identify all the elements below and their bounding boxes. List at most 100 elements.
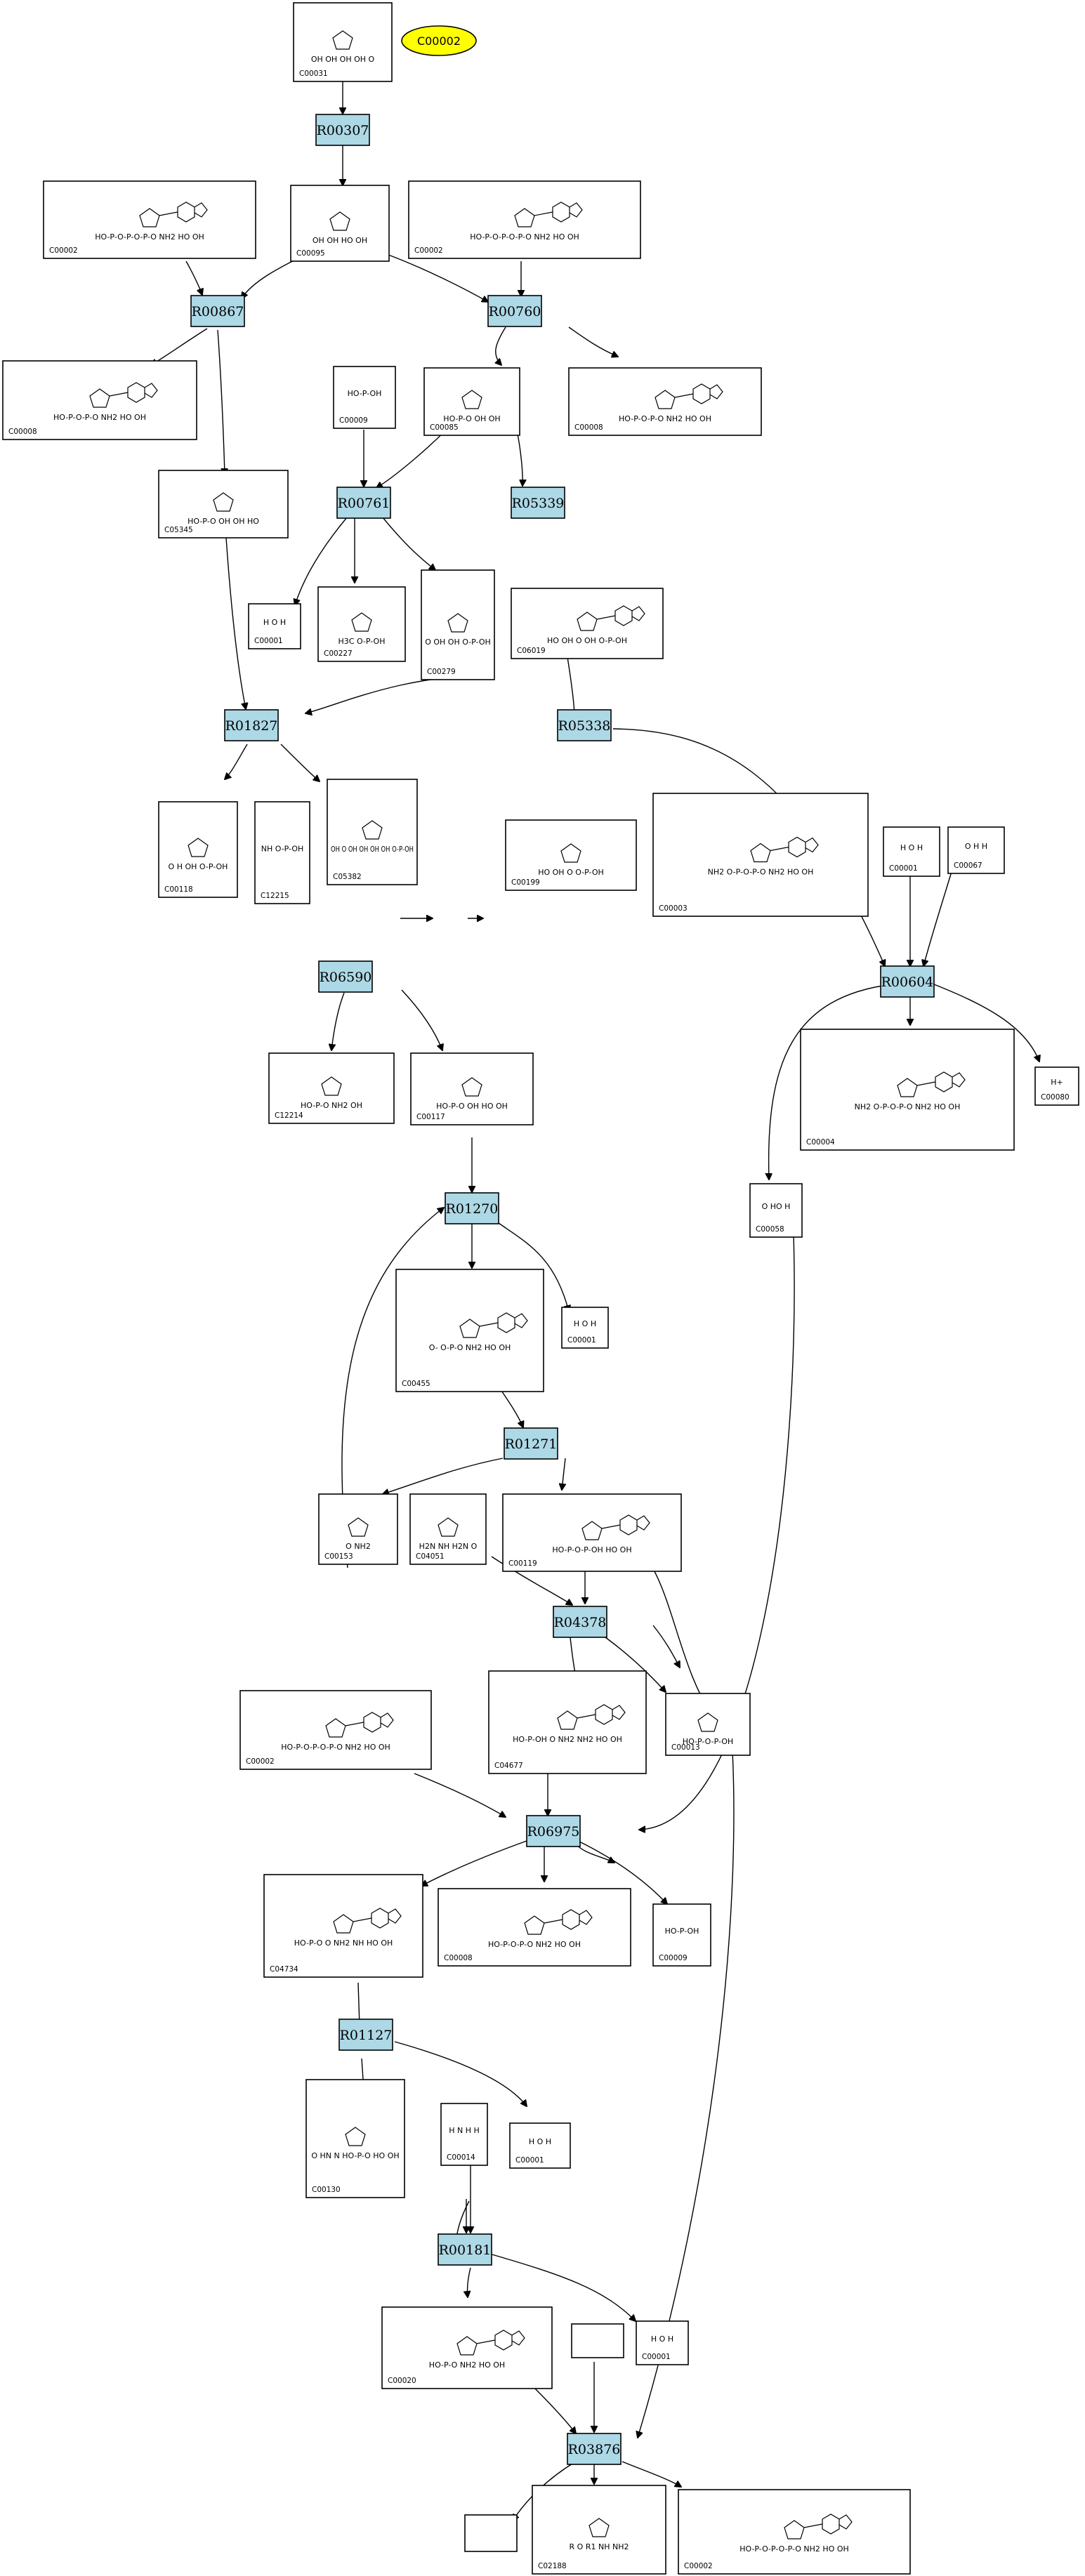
- reaction-node[interactable]: R00761: [336, 487, 391, 519]
- compound-node[interactable]: [464, 2514, 518, 2552]
- compound-box: [290, 185, 390, 262]
- molecule-structure: O HO H: [762, 1202, 791, 1211]
- reaction-node[interactable]: R01271: [504, 1427, 558, 1460]
- reaction-label: R03876: [568, 2442, 621, 2457]
- structure-text: HO-P-O-P-O NH2 HO OH: [488, 1940, 581, 1949]
- compound-box: [947, 826, 1005, 874]
- structure-text: H O H: [529, 2137, 551, 2146]
- reaction-node[interactable]: R00604: [880, 965, 935, 998]
- reaction-node[interactable]: R05339: [511, 487, 565, 519]
- molecule-structure: HO-P-O-P-O-P-O NH2 HO OH: [739, 2514, 853, 2554]
- molecule-structure: O OH OH O-P-OH: [425, 613, 491, 647]
- compound-id: C00085: [430, 423, 459, 432]
- compound-id: C00199: [511, 878, 540, 887]
- reaction-node[interactable]: R00181: [438, 2233, 492, 2266]
- structure-text: HO-P-O OH OH HO: [188, 517, 259, 526]
- compound-box: [421, 569, 495, 680]
- highlight-node[interactable]: C00002: [401, 25, 477, 56]
- compound-node[interactable]: [571, 2323, 624, 2358]
- reaction-label: R00604: [881, 975, 934, 990]
- reaction-node[interactable]: R06975: [526, 1815, 581, 1847]
- molecule-structure: NH2 O-P-O-P-O NH2 HO OH: [708, 836, 819, 877]
- reaction-node[interactable]: R04378: [553, 1606, 607, 1638]
- reaction-node[interactable]: R06590: [318, 960, 373, 993]
- compound-node[interactable]: H O H C00001: [509, 2122, 571, 2169]
- molecule-structure: R O R1 NH NH2: [570, 2518, 629, 2551]
- structure-text: O NH2: [346, 1542, 371, 1551]
- compound-box: [678, 2489, 911, 2575]
- reaction-node[interactable]: R01270: [445, 1192, 499, 1224]
- reaction-label: R01827: [225, 718, 278, 734]
- compound-id: C00118: [164, 885, 193, 894]
- compound-id: C00003: [659, 904, 688, 913]
- highlight-ellipse: [401, 25, 477, 56]
- compound-id: C04677: [494, 1762, 523, 1770]
- molecule-structure: H O H: [263, 618, 286, 627]
- reaction-node[interactable]: R01127: [338, 2019, 393, 2051]
- compound-box: [318, 1493, 398, 1565]
- molecule-structure: HO-P-O-P-O NH2 HO OH: [488, 1909, 593, 1949]
- compound-box: [883, 826, 940, 877]
- highlight-label: C00002: [417, 34, 461, 48]
- compound-id: C00008: [444, 1954, 473, 1962]
- compound-node[interactable]: HO-P-O-P-O NH2 HO OH C00008: [438, 1888, 631, 1967]
- structure-text: H O H: [574, 1319, 596, 1328]
- molecule-structure: HO OH O OH O-P-OH: [547, 605, 645, 645]
- reaction-node[interactable]: R00867: [190, 295, 245, 327]
- compound-id: C00001: [515, 2156, 544, 2165]
- reaction-node[interactable]: R01827: [224, 709, 279, 741]
- compound-box: [43, 180, 256, 259]
- compound-id: C04051: [416, 1552, 445, 1561]
- structure-text: HO-P-O-P-O-P-O NH2 HO OH: [739, 2544, 849, 2554]
- compound-id: C00119: [508, 1559, 537, 1568]
- reaction-node[interactable]: R03876: [567, 2433, 622, 2465]
- reaction-node[interactable]: R05338: [557, 709, 612, 741]
- compound-node[interactable]: H+C00080: [1034, 1066, 1079, 1106]
- reaction-node[interactable]: R00760: [487, 295, 542, 327]
- compound-node[interactable]: NH2 O-P-O-P-O NH2 HO OH C00003: [652, 793, 869, 917]
- compound-id: C00020: [388, 2377, 416, 2385]
- reaction-node[interactable]: R00307: [315, 114, 370, 146]
- structure-text: OH O OH OH OH OH O-P-OH: [331, 845, 414, 854]
- compound-box: [568, 367, 762, 436]
